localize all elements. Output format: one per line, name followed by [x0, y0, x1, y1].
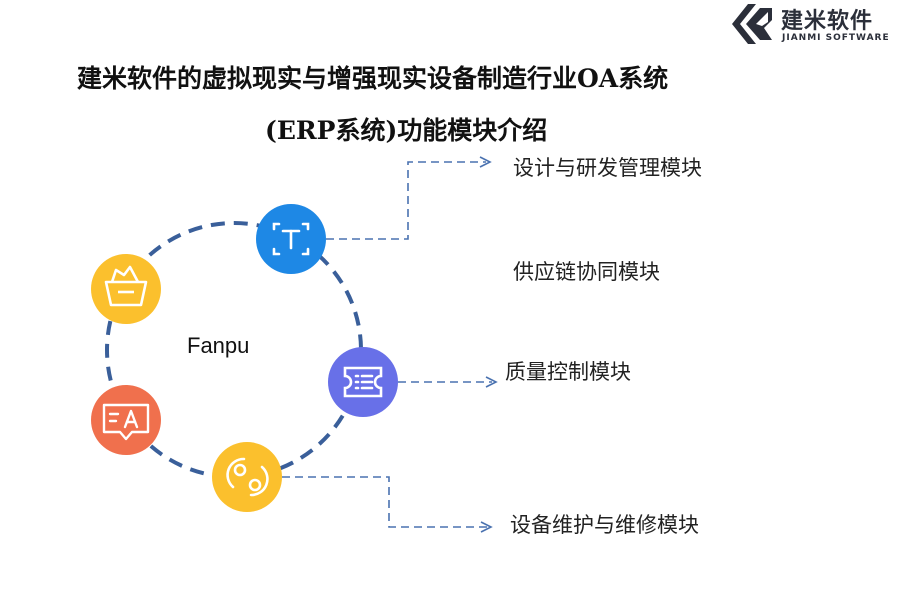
- connector-design: [326, 161, 486, 240]
- text-t-icon: [272, 222, 310, 256]
- node-translate: [91, 385, 161, 455]
- translate-icon: [102, 403, 150, 441]
- module-label-quality: 质量控制模块: [505, 360, 631, 384]
- arrow-head-design: [479, 156, 492, 168]
- logo-name-en: JIANMI SOFTWARE: [782, 33, 890, 43]
- node-maintenance: [212, 442, 282, 512]
- arrow-head-maintenance: [480, 521, 493, 533]
- basket-icon: [104, 265, 148, 307]
- logo-name-cn: 建米软件: [781, 9, 874, 34]
- page-title-line2: (ERP系统)功能模块介绍: [265, 116, 548, 145]
- module-label-design: 设计与研发管理模块: [513, 156, 702, 180]
- brand-logo: 建米软件 JIANMI SOFTWARE: [726, 2, 898, 46]
- center-label: Fanpu: [187, 333, 250, 358]
- ticket-list-icon: [343, 366, 383, 398]
- node-quality: [328, 347, 398, 417]
- arrow-head-quality: [485, 376, 498, 388]
- logo-mark-icon: [732, 4, 772, 44]
- module-label-maintenance: 设备维护与维修模块: [510, 513, 699, 537]
- node-design: [256, 204, 326, 274]
- module-label-supply-chain: 供应链协同模块: [513, 260, 660, 284]
- sync-circles-icon: [226, 457, 269, 497]
- node-supply-chain: [91, 254, 161, 324]
- connector-maintenance: [282, 476, 487, 528]
- page-title-line1: 建米软件的虚拟现实与增强现实设备制造行业OA系统: [77, 64, 669, 93]
